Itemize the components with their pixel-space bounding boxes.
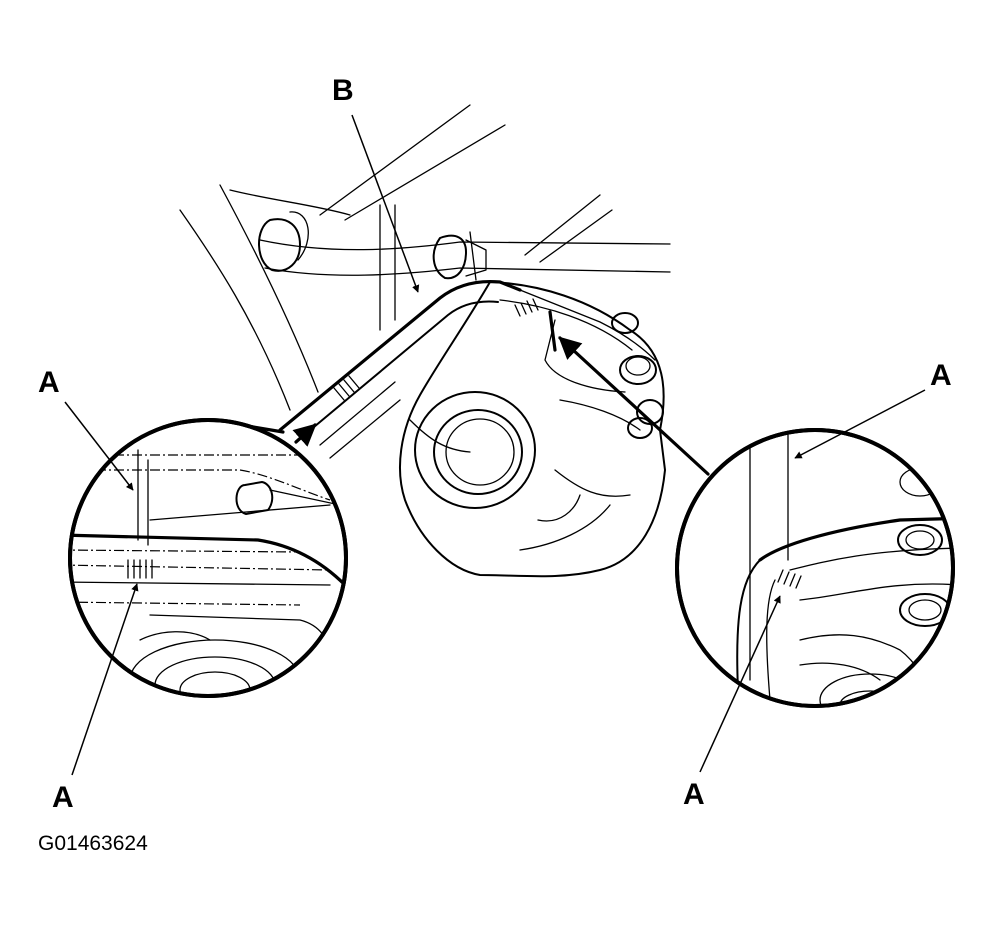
upper-cross-pipe <box>258 211 671 281</box>
callout-label-b: B <box>332 74 354 107</box>
callout-label-a-left-upper: A <box>38 366 60 399</box>
leader-lines <box>64 114 926 776</box>
chassis-frame-lines <box>179 104 613 459</box>
pipe-hash-marks <box>333 298 539 401</box>
callout-label-a-right-upper: A <box>930 359 952 392</box>
differential-housing <box>399 281 666 578</box>
left-detail-circle <box>68 418 348 698</box>
callout-label-a-right-lower: A <box>683 778 705 811</box>
right-detail-circle <box>675 428 955 708</box>
figure-id: G01463624 <box>38 832 148 855</box>
callout-label-a-left-lower: A <box>52 781 74 814</box>
brake-line-b <box>278 279 656 443</box>
